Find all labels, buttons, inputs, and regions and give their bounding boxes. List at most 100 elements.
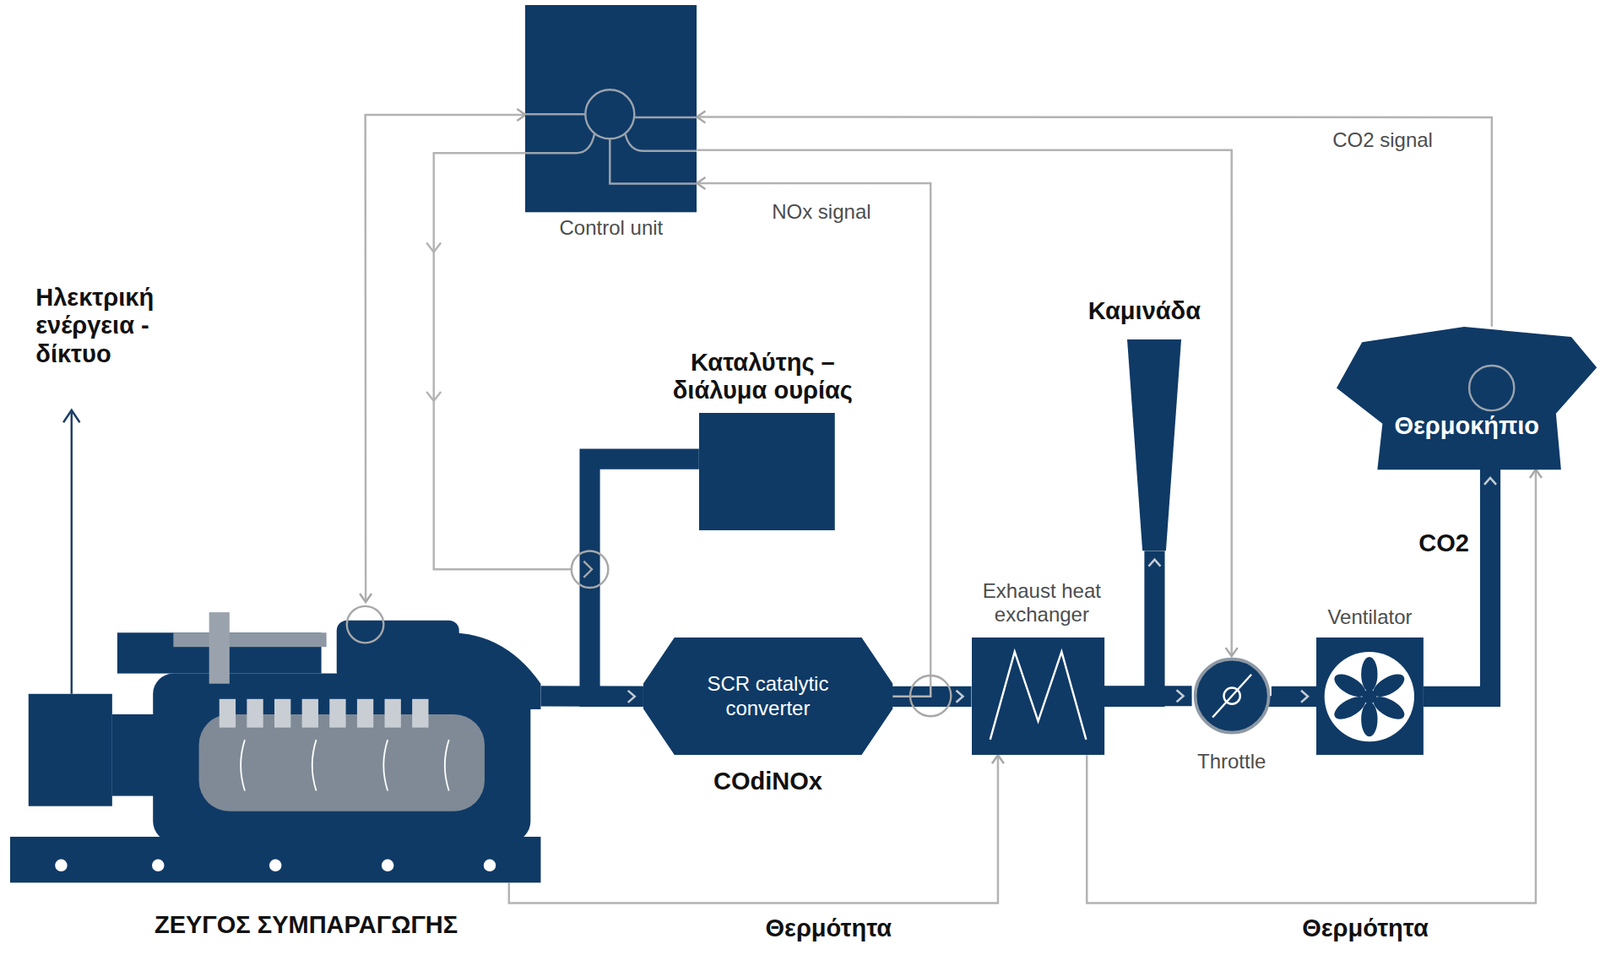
greenhouse-outline <box>1336 326 1597 470</box>
urea-valve <box>571 551 609 589</box>
signal-chevron <box>426 391 441 402</box>
chimney-outline <box>1127 339 1182 551</box>
manifold-bar <box>173 632 326 647</box>
node-body: Θερμοκήπιο <box>1336 326 1597 470</box>
node-text: SCR catalytic converter <box>673 672 863 722</box>
exhaust-pipe <box>1423 469 1491 697</box>
node-body: SCR catalytic converter <box>643 637 893 755</box>
fan-hub <box>1361 689 1377 705</box>
signal-chevron <box>426 243 441 253</box>
node-text: Θερμοκήπιο <box>1393 412 1540 440</box>
throttle-axis <box>1223 688 1240 705</box>
control-wire <box>525 133 595 153</box>
node-heading: ΖΕΥΓΟΣ ΣΥΜΠΑΡΑΓΩΓΗΣ <box>50 911 561 939</box>
cylinder-head <box>412 699 429 728</box>
exhaust-pipe <box>1104 685 1193 707</box>
edge-label: Θερμότητα <box>762 914 896 943</box>
chimney-stack <box>1127 339 1182 551</box>
engine-sensor <box>347 606 385 644</box>
exhaust-pipe <box>1271 685 1317 707</box>
generator <box>28 694 113 807</box>
signal-line <box>696 183 931 697</box>
node-heading: Control unit <box>498 216 724 241</box>
crankcase-rib <box>444 739 450 791</box>
base-bolt <box>381 859 395 873</box>
turbocharger <box>336 620 460 683</box>
cylinder-head <box>246 699 263 728</box>
engine-base <box>10 836 541 883</box>
crankcase-rib <box>240 739 245 791</box>
throttle-valve-outline <box>1192 656 1272 736</box>
edge-label: CO2 signal <box>1328 127 1437 152</box>
control-unit-outline <box>525 5 697 212</box>
control-unit: Control unit <box>525 5 697 212</box>
base-bolt <box>54 859 68 873</box>
exchanger-body <box>971 637 1105 755</box>
cylinder-head <box>302 699 319 728</box>
greenhouse-body <box>1336 326 1597 470</box>
exhaust-outlet <box>449 632 542 710</box>
node-heading: Ventilator <box>1288 605 1452 630</box>
power-arrowhead <box>63 410 80 424</box>
air-pipe <box>209 612 230 684</box>
edge-label: CO2 <box>1415 529 1473 558</box>
heat-exchanger: Exhaust heat exchanger <box>971 637 1105 755</box>
urea-tank: Καταλύτης – διάλυμα ουρίας <box>699 412 836 531</box>
signal-line <box>696 117 1492 327</box>
cylinder-head <box>329 699 346 728</box>
valve-signal-line <box>433 152 572 570</box>
control-node <box>585 89 635 139</box>
nox-sensor <box>910 675 951 716</box>
edge-label: NOx signal <box>768 200 874 225</box>
control-wire <box>625 133 698 152</box>
node-heading: Exhaust heat exchanger <box>954 579 1129 629</box>
cogeneration-engine: ΖΕΥΓΟΣ ΣΥΜΠΑΡΑΓΩΓΗΣ <box>10 602 541 883</box>
greenhouse: Θερμοκήπιο <box>1336 326 1597 470</box>
control-wire <box>634 116 698 119</box>
converter-body <box>643 637 893 755</box>
co2-sensor <box>1469 365 1514 411</box>
fan-blade <box>1361 701 1378 737</box>
fan-blade <box>1361 656 1378 692</box>
cogeneration-engine-outline <box>10 602 541 883</box>
valve-chevron <box>583 561 592 578</box>
signal-line <box>509 754 998 903</box>
tank-body <box>699 412 836 531</box>
urea-tank-outline <box>699 412 836 531</box>
ventilator-outline <box>1316 637 1424 755</box>
base-bolt <box>151 859 165 873</box>
output-label: Ηλεκτρική ενέργεια - δίκτυο <box>35 283 201 369</box>
node-heading: Καμινάδα <box>1042 297 1248 326</box>
fan-disc <box>1324 651 1415 742</box>
power-line <box>70 412 73 695</box>
cylinder-head <box>274 699 291 728</box>
node-heading: Throttle <box>1160 749 1303 775</box>
crankcase <box>199 714 485 812</box>
control-wire <box>610 138 698 184</box>
ventilator: Ventilator <box>1316 637 1424 755</box>
exchanger-coil <box>989 651 1086 740</box>
control-body <box>525 5 697 212</box>
base-bolt <box>483 859 497 873</box>
throttle-flap <box>1212 674 1252 718</box>
throttle-valve: Throttle <box>1192 656 1272 736</box>
control-wire <box>525 113 586 115</box>
exhaust-pipe <box>1104 551 1156 697</box>
crankcase-rib <box>312 739 317 791</box>
cylinder-head <box>357 699 374 728</box>
throttle-body <box>1194 659 1269 733</box>
node-heading: Καταλύτης – διάλυμα ουρίας <box>644 348 881 406</box>
signal-line <box>365 114 527 603</box>
cylinder-head <box>385 699 402 728</box>
coupling <box>112 714 158 797</box>
base-bolt <box>269 859 283 873</box>
ventilator-body <box>1316 637 1424 755</box>
scr-converter: SCR catalytic converterCOdiNOx <box>643 637 893 755</box>
node-heading: COdiNOx <box>655 767 880 796</box>
crankcase-rib <box>383 739 388 791</box>
edge-label: Θερμότητα <box>1298 914 1432 943</box>
heat-exchanger-outline <box>971 637 1105 755</box>
chimney: Καμινάδα <box>1127 339 1182 551</box>
cylinder-head <box>219 699 236 728</box>
